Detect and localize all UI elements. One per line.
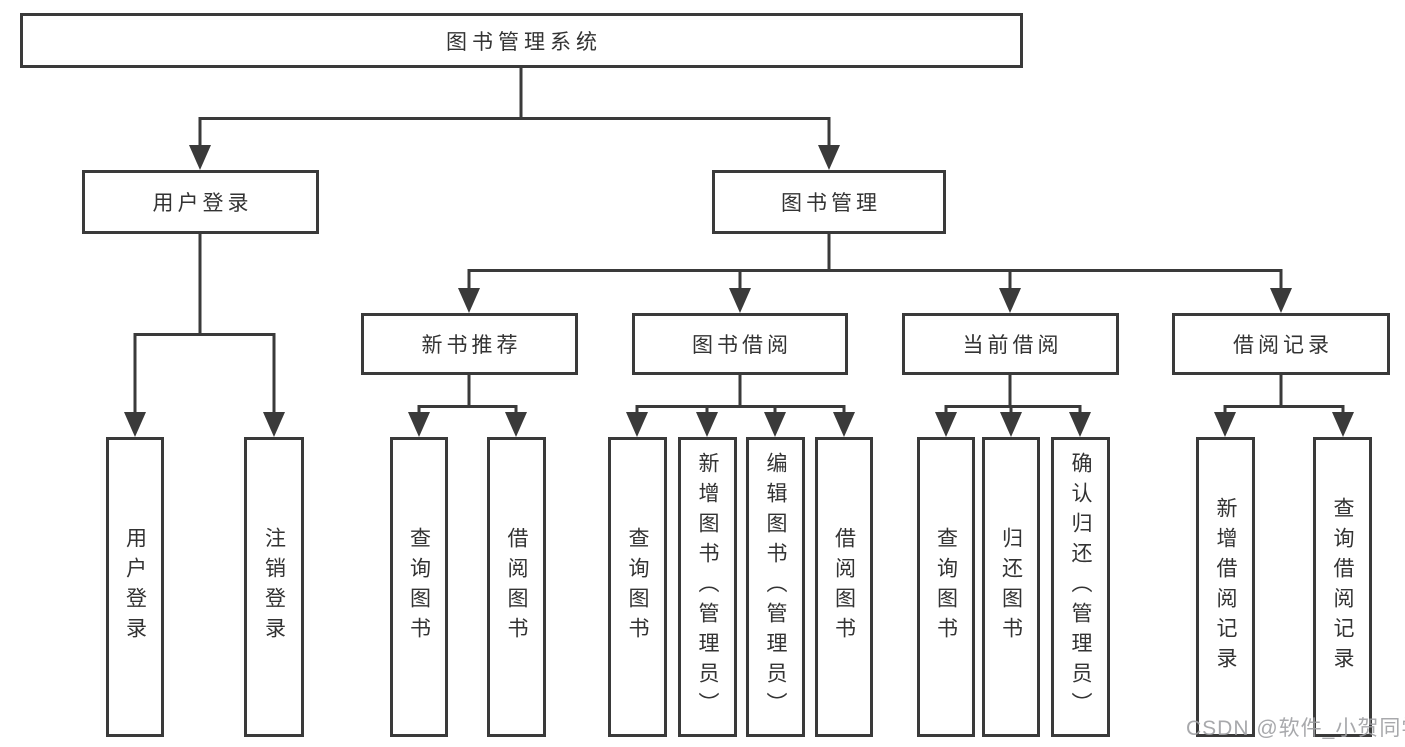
arrowhead xyxy=(818,145,840,170)
leaf-user-login-label: 用户登录 xyxy=(123,527,147,647)
leaf-user-login: 用户登录 xyxy=(106,437,164,737)
leaf-edit-books-admin-label: 编辑图书（管理员） xyxy=(764,452,787,722)
connector-current-bracket xyxy=(944,405,1082,414)
leaf-borrow-books: 借阅图书 xyxy=(487,437,546,737)
arrowhead xyxy=(1069,412,1091,437)
arrowhead xyxy=(729,288,751,313)
connector-root-bracket xyxy=(198,117,831,147)
leaf-return-books: 归还图书 xyxy=(982,437,1040,737)
leaf-query-books: 查询图书 xyxy=(608,437,667,737)
node-user-login: 用户登录 xyxy=(82,170,319,234)
leaf-add-books-admin-label: 新增图书（管理员） xyxy=(696,452,719,722)
node-new-book-recommend-label: 新书推荐 xyxy=(421,334,522,357)
arrowhead xyxy=(999,288,1021,313)
arrowhead xyxy=(1270,288,1292,313)
leaf-logout: 注销登录 xyxy=(244,437,304,737)
connector-userlogin-bracket xyxy=(133,333,276,414)
connector-recommend-bracket xyxy=(417,405,518,414)
leaf-query-borrow-record: 查询借阅记录 xyxy=(1313,437,1372,737)
arrowhead xyxy=(1332,412,1354,437)
arrowhead xyxy=(833,412,855,437)
leaf-add-borrow-record: 新增借阅记录 xyxy=(1196,437,1255,737)
leaf-borrow-books: 借阅图书 xyxy=(815,437,873,737)
node-current-borrow: 当前借阅 xyxy=(902,313,1119,375)
node-book-management-label: 图书管理 xyxy=(781,192,881,215)
connector-bookmgmt-bracket xyxy=(467,269,1283,290)
arrowhead xyxy=(1000,412,1022,437)
node-book-management: 图书管理 xyxy=(712,170,946,234)
arrowhead xyxy=(505,412,527,437)
arrowhead xyxy=(935,412,957,437)
arrowhead xyxy=(696,412,718,437)
node-root-label: 图书管理系统 xyxy=(446,30,602,54)
csdn-watermark: CSDN @软件_小贺同学 xyxy=(1186,717,1405,740)
leaf-confirm-return-admin-label: 确认归还（管理员） xyxy=(1069,452,1092,722)
arrowhead xyxy=(263,412,285,437)
arrowhead xyxy=(124,412,146,437)
node-book-borrow: 图书借阅 xyxy=(632,313,848,375)
leaf-logout-label: 注销登录 xyxy=(262,527,286,647)
connector-borrow-bracket xyxy=(635,405,846,414)
leaf-query-books: 查询图书 xyxy=(917,437,975,737)
leaf-borrow-books-label: 借阅图书 xyxy=(832,527,856,647)
leaf-add-borrow-record-label: 新增借阅记录 xyxy=(1214,497,1237,677)
leaf-query-books-label: 查询图书 xyxy=(407,527,431,647)
leaf-add-books-admin: 新增图书（管理员） xyxy=(678,437,737,737)
leaf-query-books-label: 查询图书 xyxy=(934,527,958,647)
node-book-borrow-label: 图书借阅 xyxy=(692,334,792,357)
node-user-login-label: 用户登录 xyxy=(152,192,253,215)
leaf-return-books-label: 归还图书 xyxy=(999,527,1023,647)
leaf-query-books-label: 查询图书 xyxy=(626,527,649,647)
connector-records-bracket xyxy=(1223,405,1345,414)
node-current-borrow-label: 当前借阅 xyxy=(962,334,1063,357)
node-root: 图书管理系统 xyxy=(20,13,1023,68)
leaf-edit-books-admin: 编辑图书（管理员） xyxy=(746,437,805,737)
arrowhead xyxy=(458,288,480,313)
leaf-confirm-return-admin: 确认归还（管理员） xyxy=(1051,437,1110,737)
arrowhead xyxy=(408,412,430,437)
arrowhead xyxy=(189,145,211,170)
leaf-query-books: 查询图书 xyxy=(390,437,448,737)
node-borrow-records-label: 借阅记录 xyxy=(1233,334,1333,357)
arrowhead xyxy=(1214,412,1236,437)
leaf-query-borrow-record-label: 查询借阅记录 xyxy=(1331,497,1354,677)
arrowhead xyxy=(764,412,786,437)
leaf-borrow-books-label: 借阅图书 xyxy=(505,527,528,647)
arrowhead xyxy=(626,412,648,437)
node-new-book-recommend: 新书推荐 xyxy=(361,313,578,375)
node-borrow-records: 借阅记录 xyxy=(1172,313,1390,375)
